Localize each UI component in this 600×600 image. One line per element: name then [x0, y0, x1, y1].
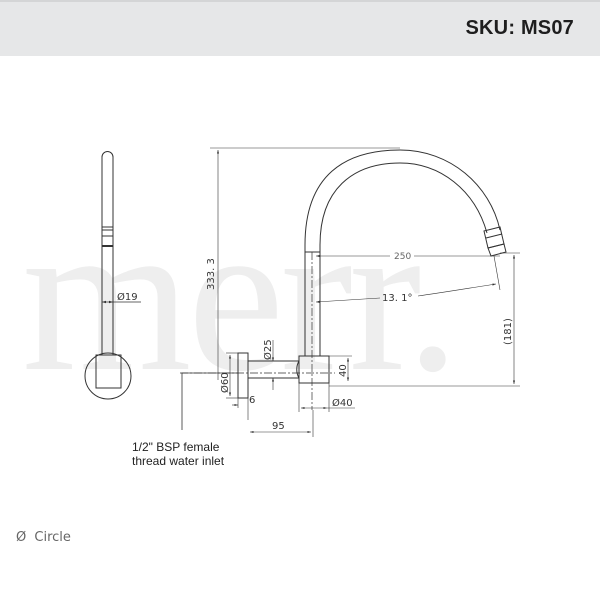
legend: Ø Circle — [16, 530, 71, 545]
pipe-diameter-label: Ø25 — [262, 339, 274, 360]
inlet-note: 1/2" BSP female thread water inlet — [132, 440, 224, 468]
outlet-height-label: (181) — [503, 318, 514, 345]
flange-diameter-label: Ø60 — [219, 372, 231, 393]
legend-label: Circle — [34, 530, 71, 545]
brand-watermark: merr. — [22, 176, 460, 417]
front-view: 333. 3 250 13. 1° (181) Ø60 Ø25 6 40 — [180, 147, 520, 437]
body-diameter-label: Ø40 — [332, 397, 353, 409]
angle-label: 13. 1° — [382, 293, 412, 304]
reach-label: 250 — [394, 252, 411, 262]
inlet-note-line2: thread water inlet — [132, 454, 225, 468]
height-label: 333. 3 — [206, 258, 217, 290]
sku-label: SKU: MS07 — [465, 17, 574, 39]
side-view: Ø19 — [84, 151, 141, 400]
flange-thickness-label: 6 — [249, 395, 255, 406]
side-diameter-label: Ø19 — [117, 291, 138, 303]
diameter-symbol-icon: Ø — [16, 530, 27, 545]
body-height-label: 40 — [338, 364, 349, 377]
header-bar: SKU: MS07 — [0, 0, 600, 56]
inlet-note-line1: 1/2" BSP female — [132, 440, 220, 454]
projection-label: 95 — [272, 421, 285, 432]
